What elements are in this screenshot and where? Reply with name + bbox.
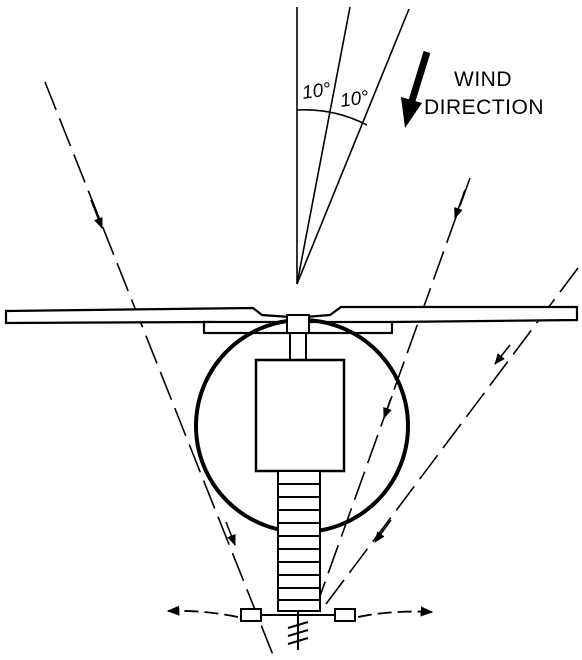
wind-label-line1: WIND	[454, 68, 512, 91]
angle-lines	[296, 6, 410, 285]
twenty-degree-line	[296, 8, 410, 285]
bottom-pivot	[240, 608, 356, 650]
airflow-arrows	[90, 189, 511, 547]
angle-label-left: 10°	[301, 79, 333, 104]
angle-label-right: 10°	[339, 87, 371, 112]
oscillation-arrows	[166, 605, 434, 618]
wind-label-line2: DIRECTION	[424, 96, 544, 119]
spring-coil	[277, 470, 321, 612]
ten-degree-line	[296, 6, 351, 285]
airflow-line-left	[44, 81, 276, 660]
wind-arrow-icon	[401, 50, 431, 128]
central-shaft	[286, 314, 310, 361]
airflow-line-right	[319, 267, 579, 613]
oscillation-arrow-left	[166, 605, 239, 618]
oscillation-arrow-right	[357, 606, 434, 618]
airflow-lines	[44, 81, 579, 660]
angle-arc	[296, 108, 368, 126]
sensor-body	[254, 358, 346, 473]
